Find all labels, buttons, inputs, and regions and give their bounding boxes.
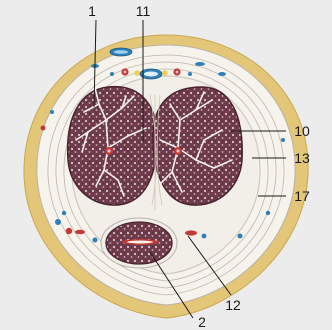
label-13: 13 — [294, 150, 310, 166]
label-10: 10 — [294, 123, 310, 139]
label-12: 12 — [225, 297, 241, 313]
corpus-cavernosum-left — [68, 87, 157, 205]
label-11: 11 — [136, 3, 151, 19]
corpus-cavernosum-right — [153, 87, 242, 205]
label-1: 1 — [88, 3, 96, 19]
label-2: 2 — [198, 314, 206, 330]
corpus-spongiosum — [101, 218, 177, 268]
label-17: 17 — [294, 188, 310, 204]
